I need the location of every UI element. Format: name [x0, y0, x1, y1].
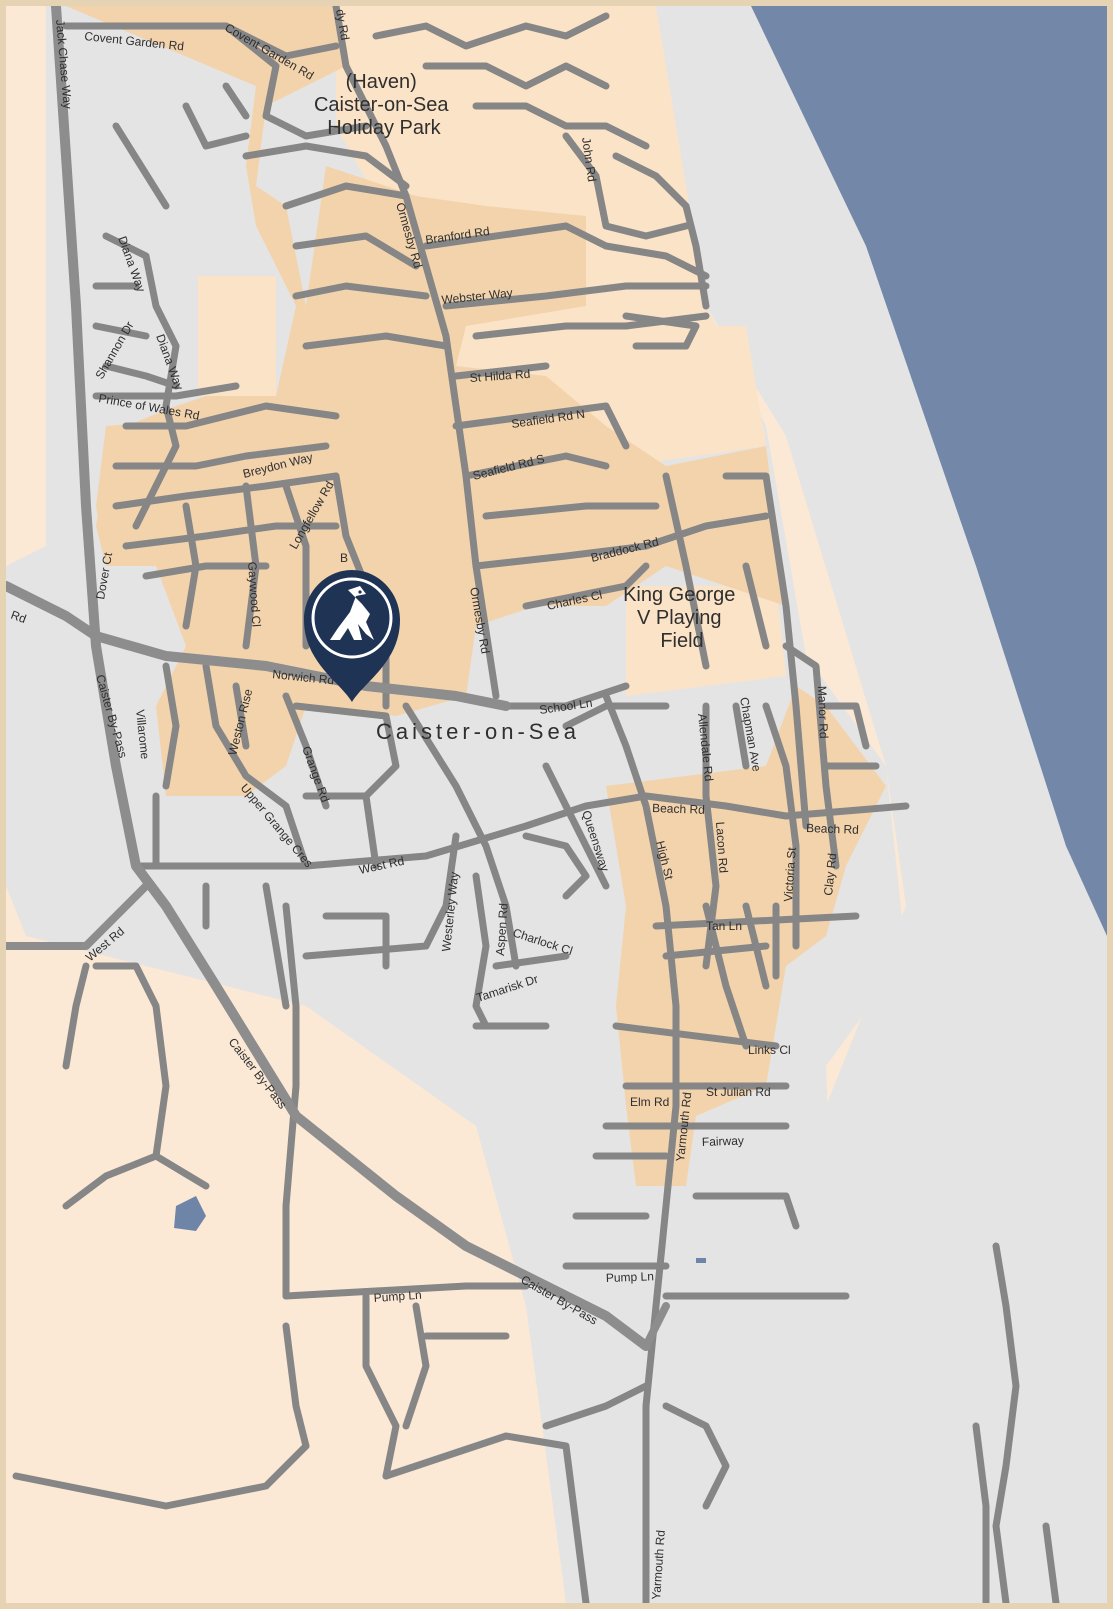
road-label-rd-left: Rd — [9, 608, 28, 626]
road-label-victoria: Victoria St — [781, 846, 799, 902]
road-label-elm: Elm Rd — [630, 1095, 669, 1109]
major-roads — [6, 6, 670, 1351]
map-canvas[interactable]: (Haven) Caister-on-Sea Holiday Park King… — [6, 6, 1107, 1603]
bird-logo-icon — [330, 586, 374, 640]
marker-ring — [311, 577, 393, 659]
playing-field-label: King George V Playing Field — [623, 584, 741, 652]
road-label-manor: Manor Rd — [815, 686, 831, 739]
road-label-john: John Rd — [579, 136, 599, 182]
road-label-yarmouth-2: Yarmouth Rd — [649, 1530, 668, 1601]
field-area-left — [198, 276, 276, 396]
road-label-beach-2: Beach Rd — [806, 821, 859, 837]
road-label-clay: Clay Rd — [821, 852, 839, 896]
road-label-beach-1: Beach Rd — [652, 801, 705, 817]
road-label-links: Links Cl — [748, 1043, 791, 1057]
town-label: Caister-on-Sea — [376, 719, 580, 744]
road-label-gaywood: Gaywood Cl — [245, 561, 264, 627]
small-water — [696, 1258, 706, 1263]
sea — [751, 6, 1107, 936]
playing-field-area-2 — [626, 586, 786, 696]
road-label-st-hilda: St Hilda Rd — [469, 367, 531, 385]
road-label-st-julian: St Julian Rd — [706, 1085, 771, 1099]
road-label-aspen: Aspen Rd — [493, 903, 511, 957]
road-label-tan: Tan Ln — [706, 919, 742, 933]
road-label-b-fragment: B — [340, 551, 348, 565]
road-label-norwich: Norwich Rd — [272, 667, 335, 687]
holiday-park-label: (Haven) Caister-on-Sea Holiday Park — [314, 71, 454, 139]
beach-strip — [656, 6, 1107, 1603]
location-marker[interactable] — [304, 570, 400, 702]
road-label-villarome: Villarome — [133, 709, 152, 760]
pond — [174, 1196, 206, 1231]
road-label-pump-1: Pump Ln — [606, 1269, 654, 1285]
road-label-pump-2: Pump Ln — [373, 1288, 422, 1305]
minor-roads — [12, 6, 1060, 1603]
road-label-lacon: Lacon Rd — [713, 821, 731, 873]
road-label-fairway: Fairway — [702, 1134, 744, 1149]
residential-west — [96, 406, 466, 796]
road-label-ormesby-top: dy Rd — [333, 8, 352, 41]
